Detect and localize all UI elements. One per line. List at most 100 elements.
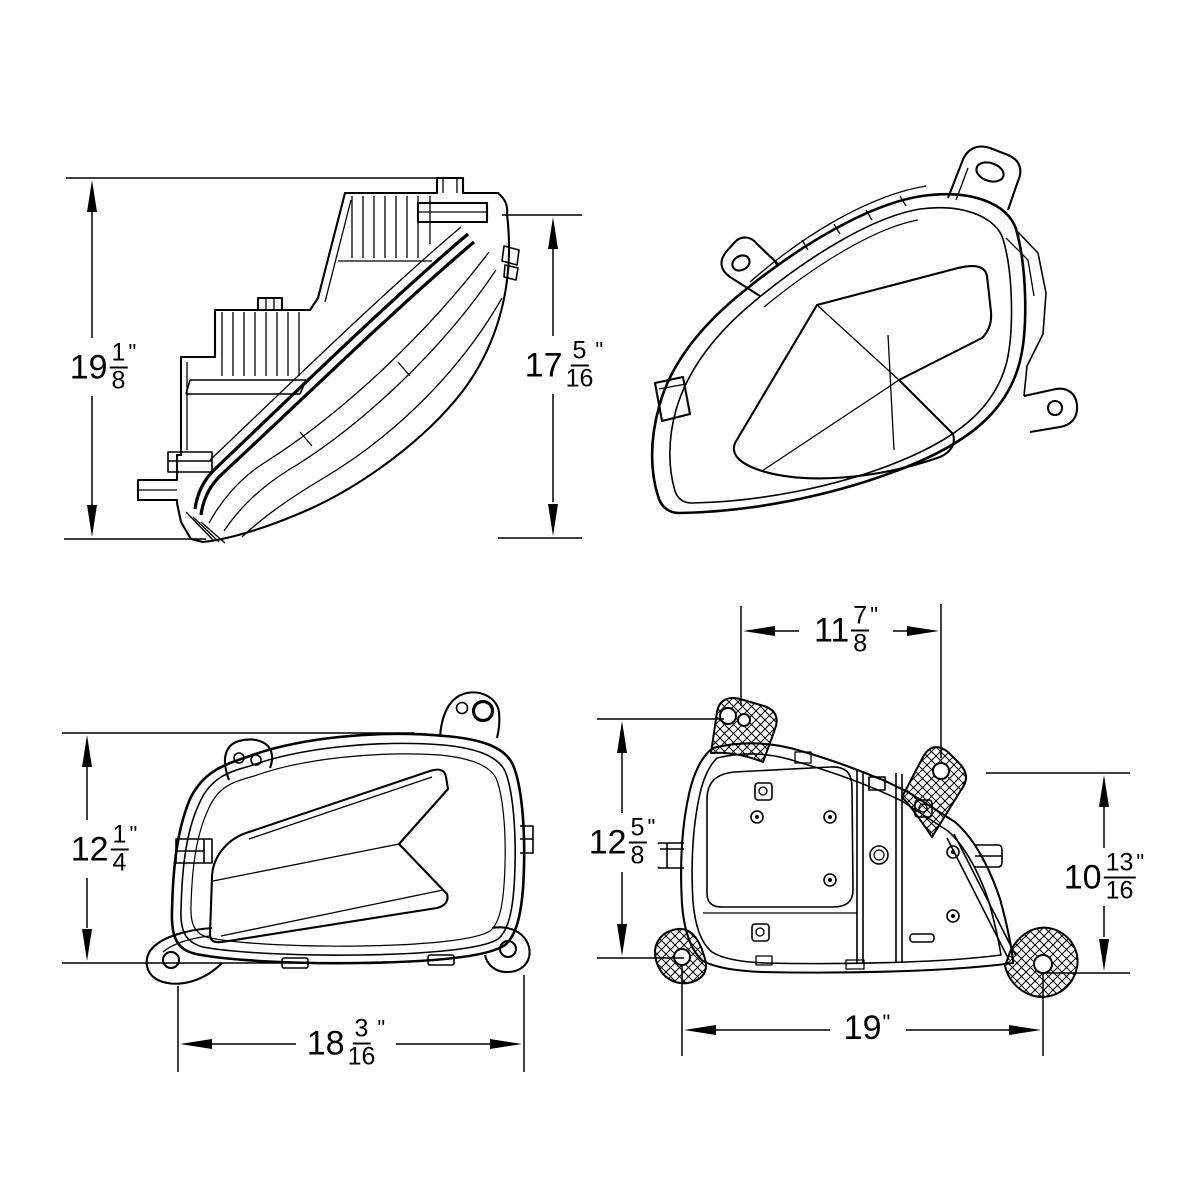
tab-hole-left-2 (250, 754, 262, 766)
lens-facet-1 (208, 251, 490, 524)
mount-hole-top (975, 161, 1005, 183)
bracket-hole-tr (932, 762, 950, 780)
dim-numerator: 3 (352, 1014, 371, 1044)
dim-fraction: 3 16 (347, 1014, 377, 1070)
housing-inner-rim (691, 753, 1002, 965)
bulb-cap-mid-ribs (265, 298, 275, 310)
bulb-cap-mid (256, 296, 284, 310)
lens-rim-inner (669, 207, 1013, 504)
flange-hole-bottom-left (161, 950, 181, 970)
channel-boss-outer (869, 845, 889, 865)
mount-hole-left (731, 254, 751, 272)
dim-fraction: 13 16 (1103, 848, 1136, 904)
lens-rim-outer (650, 192, 1027, 515)
lens-facet-2 (223, 269, 497, 532)
lens-seam-outer (193, 232, 470, 510)
mount-tab-top-left (223, 738, 274, 781)
dim-denominator: 8 (853, 629, 868, 657)
dim-unit: " (1136, 849, 1145, 875)
dimension-lens-height (498, 214, 582, 539)
dim-label-overall-height: 19 1 8 " (67, 338, 139, 394)
dim-numerator: 5 (570, 336, 589, 366)
reflector-outline (208, 768, 450, 944)
side-clip-lower (503, 264, 519, 281)
dim-whole: 17 (524, 346, 563, 384)
adjuster-circle-2 (918, 803, 928, 813)
dim-whole: 11 (813, 611, 850, 649)
mount-block-bottom-left (653, 375, 692, 423)
side-tab-left (175, 838, 213, 864)
connector-step (167, 451, 213, 473)
dim-label-lens-height: 17 5 16 " (522, 336, 606, 392)
dimension-mount-spacing (740, 604, 942, 758)
flange-hole-bottom-right (498, 939, 518, 959)
dim-unit: " (129, 821, 138, 847)
dim-fraction: 5 16 (565, 336, 595, 392)
dimension-front-height (62, 732, 414, 964)
dim-numerator: 1 (109, 338, 128, 368)
rear-view (597, 604, 1130, 1056)
dim-denominator: 16 (565, 364, 594, 392)
housing-base-band (185, 379, 307, 395)
housing-top-lip (749, 185, 927, 283)
dim-unit: " (595, 337, 604, 363)
lens-tip-lines (185, 511, 226, 544)
bracket-top-left (710, 697, 778, 763)
dim-label-front-height: 12 1 4 " (68, 821, 140, 876)
housing-slant-line (186, 199, 352, 450)
dim-denominator: 16 (347, 1042, 376, 1070)
foot-clip-2 (427, 954, 455, 966)
front-view (62, 691, 534, 1072)
bracket-hole-br (1033, 954, 1053, 974)
dim-label-front-width: 18 3 16 " (304, 1014, 388, 1070)
mount-ear-bottom-right (1023, 387, 1079, 434)
lens-facet-ticks (299, 361, 411, 447)
bracket-top-right (901, 746, 967, 838)
side-tab-left (655, 842, 684, 869)
dimension-front-width (177, 975, 525, 1072)
tab-hole-small (455, 701, 469, 715)
housing-edge-right-inner (1005, 237, 1035, 297)
dim-unit: " (870, 602, 879, 628)
adjuster-circle-3 (755, 927, 765, 937)
dim-denominator: 8 (111, 366, 126, 394)
dimension-overall-height (64, 177, 438, 540)
dim-unit: " (647, 814, 656, 840)
channel-boss-inner (873, 849, 885, 861)
housing-edge-right (1015, 229, 1047, 397)
dim-whole: 18 (306, 1024, 345, 1062)
dim-unit: " (882, 1010, 891, 1035)
mount-flange-bottom-right (483, 926, 531, 974)
dim-whole: 19 (843, 1009, 882, 1047)
right-struts (946, 833, 1017, 961)
adjuster-circle-1 (758, 786, 768, 796)
mount-hole-bottom-right (1046, 399, 1064, 417)
dim-label-rear-left-height: 12 5 8 " (586, 813, 658, 869)
adjuster-square-2 (914, 799, 933, 818)
dim-fraction: 7 8 (851, 601, 870, 657)
tab-hole-large (471, 699, 495, 723)
adjuster-square-3 (751, 923, 770, 942)
dim-whole: 12 (588, 823, 627, 861)
dimension-rear-right-height (986, 772, 1130, 974)
dim-numerator: 7 (851, 601, 870, 631)
mount-tab-top-right (438, 691, 501, 739)
dim-numerator: 5 (628, 813, 647, 843)
housing-ribs-middle (221, 312, 300, 376)
bracket-hole-tl-1 (719, 707, 737, 725)
center-channel (856, 770, 903, 963)
dim-numerator: 13 (1103, 848, 1136, 878)
mount-block-line (658, 383, 687, 390)
rim-tick-marks (771, 195, 907, 268)
dim-fraction: 1 4 (110, 822, 129, 876)
bracket-hole-bl (673, 948, 691, 966)
housing-ribs-upper (338, 196, 432, 262)
mount-ear-left (720, 236, 779, 297)
dim-whole: 19 (69, 348, 108, 386)
mount-ear-top (947, 145, 1022, 211)
dimension-rear-width (681, 966, 1044, 1056)
dim-unit: " (128, 339, 137, 365)
interior-panel-left (706, 766, 854, 908)
